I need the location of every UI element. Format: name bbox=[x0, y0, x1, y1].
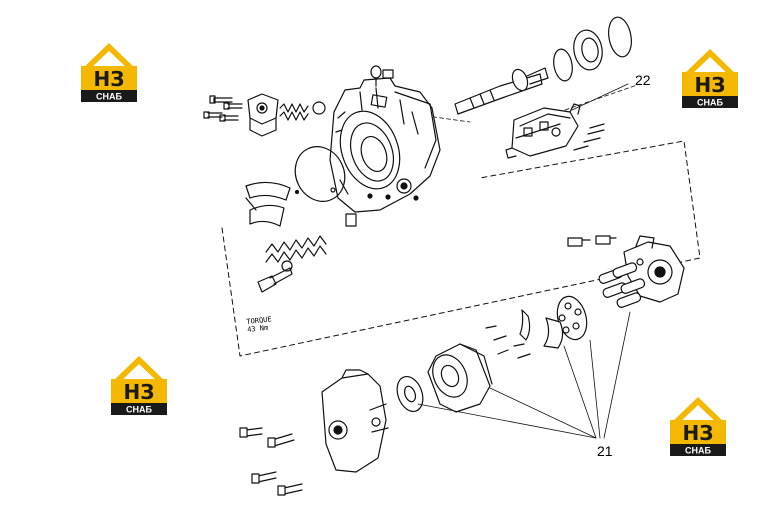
retainer-plate bbox=[556, 295, 588, 341]
callout-22: 22 bbox=[635, 72, 651, 88]
plug-screw bbox=[382, 69, 394, 79]
cover-bolts bbox=[239, 427, 303, 496]
fitting-upper bbox=[345, 213, 357, 227]
logo-letters: НЗ bbox=[94, 67, 125, 91]
piston-set bbox=[598, 262, 646, 308]
valve-screws-22 bbox=[573, 123, 605, 151]
logo-subtitle: СНАБ bbox=[697, 98, 723, 108]
brand-logo: НЗ СНАБ bbox=[78, 40, 140, 102]
valve-block-bolts bbox=[203, 95, 243, 122]
small-dot bbox=[294, 189, 300, 195]
fitting-plugs bbox=[567, 235, 617, 247]
swash-shoes bbox=[519, 309, 564, 349]
brand-logo: НЗ СНАБ bbox=[667, 394, 729, 456]
torque-note: TORQUE 43 Nm bbox=[246, 315, 273, 334]
logo-subtitle: СНАБ bbox=[126, 405, 152, 415]
logo-subtitle: СНАБ bbox=[96, 92, 122, 102]
spool-piston bbox=[257, 267, 293, 293]
cylinder-block bbox=[427, 343, 493, 413]
brand-logo: НЗ СНАБ bbox=[679, 46, 741, 108]
logo-subtitle: СНАБ bbox=[685, 446, 711, 456]
small-o-ring bbox=[312, 101, 326, 115]
valve-plate bbox=[396, 375, 424, 413]
cradle-bearing-shells bbox=[245, 181, 291, 227]
spring-upper bbox=[279, 103, 309, 121]
housing-gasket bbox=[294, 146, 346, 202]
small-dot-2 bbox=[330, 187, 336, 193]
leader-lines-21 bbox=[417, 311, 631, 439]
brand-logo: НЗ СНАБ bbox=[108, 353, 170, 415]
spring-o-ring bbox=[281, 260, 293, 272]
logo-letters: НЗ bbox=[683, 421, 714, 445]
logo-letters: НЗ bbox=[695, 73, 726, 97]
shaft-retaining-ring bbox=[553, 48, 573, 82]
rear-port-cover bbox=[321, 369, 389, 473]
control-valve-22 bbox=[505, 103, 581, 159]
logo-letters: НЗ bbox=[124, 380, 155, 404]
dashed-assembly-frame bbox=[221, 140, 701, 357]
snap-ring bbox=[608, 16, 632, 58]
guide-pins bbox=[485, 325, 531, 359]
main-pump-housing bbox=[329, 77, 441, 213]
leader-line-22 bbox=[571, 83, 629, 111]
callout-21: 21 bbox=[597, 443, 613, 459]
control-spring bbox=[265, 235, 327, 263]
valve-block-upper bbox=[247, 93, 279, 137]
lifting-eye-bolt bbox=[370, 65, 382, 87]
shaft-seal-ring bbox=[573, 29, 603, 71]
drive-shaft bbox=[454, 67, 549, 115]
